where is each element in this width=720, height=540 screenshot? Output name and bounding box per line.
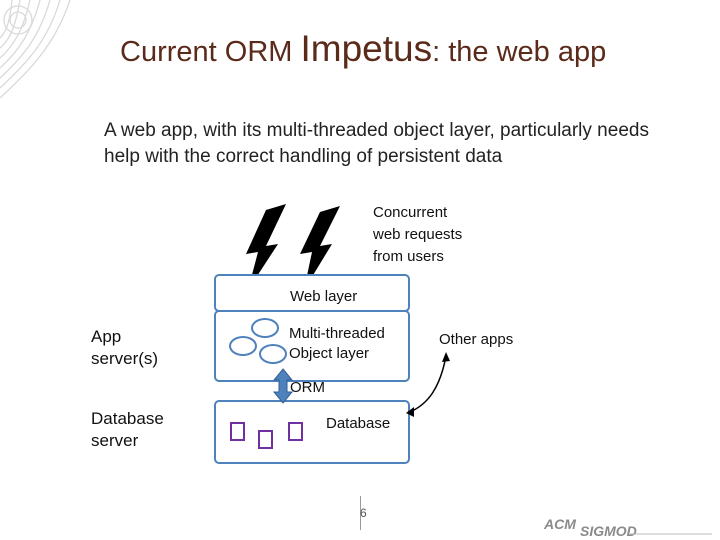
corner-decoration [0, 0, 71, 99]
other-apps-connector [409, 355, 447, 413]
object-layer-label: Multi-threaded Object layer [289, 324, 385, 364]
object-ellipse [259, 344, 287, 364]
other-apps-label: Other apps [439, 331, 514, 348]
concurrent-line-2: web requests [373, 226, 463, 243]
object-layer-line-1: Multi-threaded [289, 325, 385, 342]
lightning-bolt-icon [246, 204, 286, 290]
lightning-bolt-icon [300, 206, 340, 290]
title-part-1: Current ORM [120, 36, 301, 68]
page-number: 6 [360, 506, 367, 520]
orm-label: ORM [290, 379, 325, 396]
database-server-label: Database server [91, 408, 164, 452]
database-server-line-2: server [91, 431, 139, 450]
orm-double-arrow [272, 368, 294, 404]
web-layer-label: Web layer [290, 288, 358, 305]
app-server-line-1: App [91, 327, 122, 346]
svg-text:ACM: ACM [543, 516, 576, 532]
title-emphasis: Impetus [300, 28, 433, 69]
object-layer-line-2: Object layer [289, 345, 370, 362]
concurrent-line-3: from users [373, 248, 444, 265]
app-server-label: App server(s) [91, 326, 158, 370]
concurrent-line-1: Concurrent [373, 204, 448, 221]
svg-text:SIGMOD: SIGMOD [580, 523, 637, 538]
db-record-square [258, 430, 273, 449]
page-number-divider [360, 496, 361, 530]
object-ellipse [229, 336, 257, 356]
database-server-line-1: Database [91, 409, 164, 428]
slide-title: Current ORM Impetus: the web app [120, 28, 680, 73]
database-box [214, 400, 410, 464]
title-part-3: : the web app [432, 36, 607, 68]
object-ellipse [251, 318, 279, 338]
concurrent-requests-label: Concurrent web requests from users [373, 202, 513, 268]
db-record-square [230, 422, 245, 441]
slide-subtitle: A web app, with its multi-threaded objec… [104, 120, 649, 167]
app-server-line-2: server(s) [91, 349, 159, 368]
db-record-square [288, 422, 303, 441]
database-label: Database [326, 415, 391, 432]
acm-sigmod-logo: ACM SIGMOD [543, 516, 712, 538]
